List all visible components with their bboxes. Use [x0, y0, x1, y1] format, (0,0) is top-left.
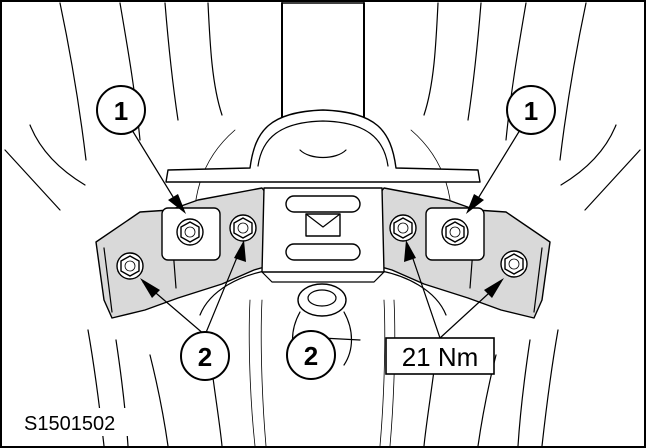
callout-2-left-label: 2 [198, 342, 212, 372]
torque-spec-label: 21 Nm [402, 342, 479, 372]
bolt-upper-left-outer [176, 218, 204, 246]
upper-mounting-plate [165, 109, 481, 183]
bolt-upper-right-inner [389, 214, 417, 242]
bolt-upper-right-outer [441, 218, 469, 246]
nut-right-lower [500, 250, 528, 278]
central-cross-member [261, 187, 385, 283]
callout-2-center: 2 [286, 330, 336, 380]
callout-2-left: 2 [180, 331, 230, 381]
figure-reference: S1501502 [20, 408, 144, 436]
arrowheads [140, 194, 504, 298]
callout-1-right: 1 [506, 85, 556, 135]
figure-reference-label: S1501502 [24, 413, 115, 435]
nut-left-lower [116, 252, 144, 280]
bolt-upper-left-inner [229, 214, 257, 242]
torque-spec-box: 21 Nm [385, 337, 495, 375]
callout-1-left: 1 [96, 85, 146, 135]
callout-1-left-label: 1 [114, 96, 128, 126]
callout-1-right-label: 1 [524, 96, 538, 126]
right-bracket [377, 187, 551, 319]
callout-2-center-label: 2 [304, 341, 318, 371]
